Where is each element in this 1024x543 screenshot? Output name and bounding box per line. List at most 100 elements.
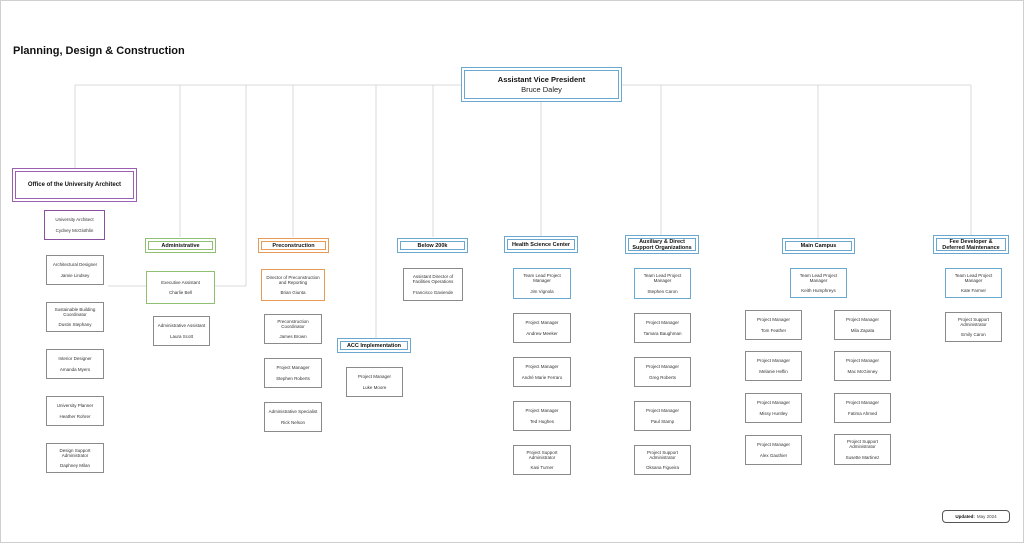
person-box: Interior Designer Amanda Myers (46, 349, 104, 379)
person-name: Luke Moore (362, 384, 387, 390)
person-box: Project Support Administrator Oksana Fig… (634, 445, 691, 475)
person-title: Team Lead Project Manager (523, 273, 561, 284)
section-health-science-center: Health Science Center (504, 236, 578, 253)
person-box: Project Manager Tom Feather (745, 310, 802, 340)
avp-box: Assistant Vice President Bruce Daley (461, 67, 622, 102)
person-name: Oksana Figueira (645, 465, 680, 471)
section-fee-developer: Fee Developer & Deferred Maintenance (933, 235, 1009, 254)
person-name: Tom Feather (760, 327, 787, 333)
person-box: Project Manager Mila Zapata (834, 310, 891, 340)
person-box: Director of Preconstruction and Reportin… (261, 269, 325, 301)
person-title: Project Manager (525, 320, 559, 326)
person-name: Greg Roberts (648, 374, 676, 380)
person-box: Project Manager Tamara Baughman (634, 313, 691, 343)
person-box: Assistant Director of Facilities Operati… (403, 268, 463, 301)
person-name: Charlie Bell (168, 290, 192, 295)
person-name: Daphney Milan (59, 463, 91, 469)
person-box: University Planner Heather Rohrer (46, 396, 104, 426)
person-name: Alex Gauthier (759, 452, 788, 458)
person-name: Susette Martinez (845, 454, 880, 460)
updated-label: Updated: (955, 514, 975, 519)
section-acc-implementation: ACC Implementation (337, 338, 411, 353)
person-box: Sustainable Building Coordinator Dustin … (46, 302, 104, 332)
person-title: Project Support Administrator (957, 316, 990, 327)
person-box: Project Manager Alex Gauthier (745, 435, 802, 465)
person-name: Kate Farmer (960, 288, 986, 294)
person-name: Andrew Meeker (526, 330, 558, 336)
person-name: Heather Rohrer (59, 413, 91, 419)
person-box: Team Lead Project Manager Jim Vignola (513, 268, 571, 299)
person-name: André Marie Ferraro (521, 374, 563, 380)
person-box: Project Manager Stephen Roberts (264, 358, 322, 388)
person-name: Brian Giunta (280, 290, 306, 296)
person-title: Project Manager (645, 364, 680, 370)
person-title: Team Lead Project Manager (643, 273, 682, 284)
person-box: Project Manager Fatima Ahmed (834, 393, 891, 423)
avp-title: Assistant Vice President (497, 75, 586, 84)
person-name: Paul Stamp (650, 418, 675, 424)
person-title: Project Manager (756, 400, 791, 406)
person-title: Project Manager (276, 365, 310, 371)
person-title: Interior Designer (58, 356, 92, 362)
avp-name: Bruce Daley (521, 85, 562, 94)
section-preconstruction: Preconstruction (258, 238, 329, 253)
person-name: Fatima Ahmed (847, 410, 877, 416)
person-title: Project Manager (525, 408, 559, 414)
person-name: Keith Humphreys (801, 288, 836, 294)
person-box: Team Lead Project Manager Kate Farmer (945, 268, 1002, 298)
person-title: Sustainable Building Coordinator (54, 306, 96, 317)
person-name: Ted Hughes (529, 418, 555, 424)
person-name: Jim Vignola (530, 288, 554, 294)
person-box: Project Support Administrator Susette Ma… (834, 434, 891, 465)
person-name: Laura Scott (169, 333, 193, 339)
person-name: Tamara Baughman (643, 330, 682, 336)
person-box: Team Lead Project Manager Stephen Caron (634, 268, 691, 299)
person-title: Project Manager (525, 364, 559, 370)
person-box: Project Manager Ted Hughes (513, 401, 571, 431)
person-name: Amanda Myers (59, 366, 91, 372)
person-title: Project Manager (845, 400, 880, 406)
person-title: Assistant Director of Facilities Operati… (412, 274, 454, 285)
person-title: Architectural Designer (52, 262, 98, 268)
section-main-campus: Main Campus (782, 238, 855, 254)
person-title: University Architect (55, 217, 94, 223)
person-title: Project Manager (845, 358, 880, 364)
person-box: Executive Assistant Charlie Bell (146, 271, 215, 304)
person-box: Team Lead Project Manager Keith Humphrey… (790, 268, 847, 298)
person-title: Executive Assistant (161, 279, 200, 285)
person-title: Project Manager (756, 442, 791, 448)
person-title: Project Manager (645, 320, 680, 326)
person-name: Melanie Heflin (759, 368, 788, 374)
person-box: Project Manager Luke Moore (346, 367, 403, 397)
section-administrative: Administrative (145, 238, 216, 253)
person-box: Project Manager Melanie Heflin (745, 351, 802, 381)
person-name: Dustin Stephany (58, 322, 92, 328)
updated-badge: Updated: May 2024 (942, 510, 1010, 523)
person-title: Project Support Administrator (526, 449, 558, 460)
person-title: Project Support Administrator (646, 449, 679, 460)
person-title: Project Manager (357, 374, 392, 380)
section-auxiliary: Auxiliary & Direct Support Organizations (625, 235, 699, 254)
person-box: Project Manager Paul Stamp (634, 401, 691, 431)
person-title: Project Manager (756, 358, 791, 364)
section-university-architect: Office of the University Architect (12, 168, 137, 202)
person-name: Kasi Turner (530, 465, 554, 471)
person-name: Rick Nelson (280, 419, 305, 425)
person-name: Stephen Caron (647, 288, 678, 294)
person-title: Preconstruction Coordinator (277, 318, 309, 329)
person-name: Stephen Roberts (276, 375, 310, 381)
person-box: Project Manager Mac McGinney (834, 351, 891, 381)
person-title: Project Support Administrator (846, 439, 879, 450)
person-name: Emily Caron (961, 332, 986, 338)
person-title: Administrative Specialist (268, 409, 318, 415)
person-box: Project Support Administrator Emily Caro… (945, 312, 1002, 342)
person-box: Design Support Administrator Daphney Mil… (46, 443, 104, 473)
person-name: Mila Zapata (850, 327, 875, 333)
person-box: Project Manager Greg Roberts (634, 357, 691, 387)
person-box: Preconstruction Coordinator James Brown (264, 314, 322, 344)
person-name: James Brown (279, 334, 307, 340)
person-title: Director of Preconstruction and Reportin… (266, 274, 320, 285)
person-name: Cydney McGlothlin (55, 227, 94, 233)
person-box: Administrative Assistant Laura Scott (153, 316, 210, 346)
